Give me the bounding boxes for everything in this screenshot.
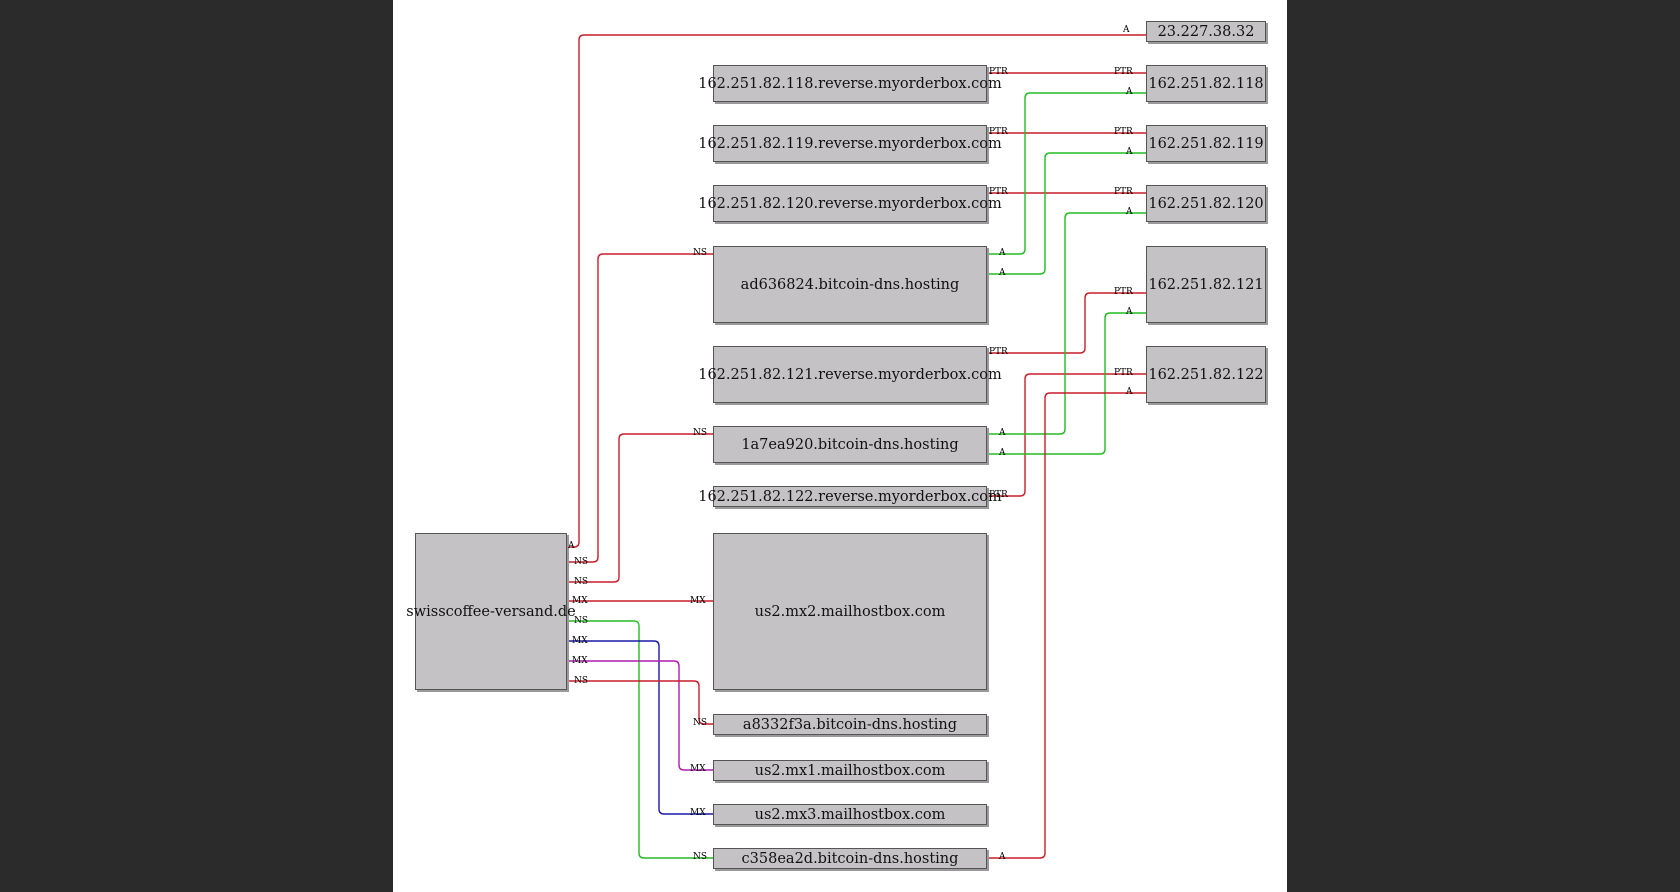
node-label: 162.251.82.120.reverse.myorderbox.com xyxy=(698,195,1002,212)
node-ns-1a7ea920[interactable]: 1a7ea920.bitcoin-dns.hosting xyxy=(713,426,987,463)
node-label: a8332f3a.bitcoin-dns.hosting xyxy=(742,716,958,733)
edge-label-target: MX xyxy=(690,596,706,606)
edge-label-source: PTR xyxy=(989,127,1008,137)
edge-label-source: PTR xyxy=(989,347,1008,357)
node-mx-us2-mx2[interactable]: us2.mx2.mailhostbox.com xyxy=(713,533,987,690)
edge-label-target: A xyxy=(1126,87,1133,97)
edge-label-source: A xyxy=(568,541,575,551)
node-label: 162.251.82.120 xyxy=(1148,195,1264,212)
edge-a xyxy=(987,92,1146,255)
edge-ptr xyxy=(987,292,1146,354)
edge-mx xyxy=(567,660,713,771)
node-label: swisscoffee-versand.de xyxy=(406,603,576,620)
edge-a xyxy=(567,34,1146,548)
node-label: 162.251.82.121.reverse.myorderbox.com xyxy=(698,366,1002,383)
edge-ns xyxy=(567,433,713,583)
node-label: 1a7ea920.bitcoin-dns.hosting xyxy=(741,436,959,453)
node-ns-ad636824[interactable]: ad636824.bitcoin-dns.hosting xyxy=(713,246,987,323)
edge-label-target: A xyxy=(1126,387,1133,397)
edge-label-target: A xyxy=(1123,25,1130,35)
edge-label-source: A xyxy=(999,852,1006,862)
node-reverse-121[interactable]: 162.251.82.121.reverse.myorderbox.com xyxy=(698,346,1002,403)
edge-label-source: MX xyxy=(572,596,588,606)
edge-label-source: A xyxy=(999,268,1006,278)
edge-label-target: PTR xyxy=(1114,368,1133,378)
edge-label-source: PTR xyxy=(989,490,1008,500)
node-ns-a8332f3a[interactable]: a8332f3a.bitcoin-dns.hosting xyxy=(713,714,987,735)
node-label: 162.251.82.122 xyxy=(1148,366,1264,383)
node-reverse-119[interactable]: 162.251.82.119.reverse.myorderbox.com xyxy=(698,125,1002,162)
edge-a xyxy=(987,392,1146,859)
node-label: 162.251.82.118 xyxy=(1148,75,1264,92)
edge-label-target: PTR xyxy=(1114,287,1133,297)
node-mx-us2-mx1[interactable]: us2.mx1.mailhostbox.com xyxy=(713,760,987,781)
node-ip-23-227-38-32[interactable]: 23.227.38.32 xyxy=(1146,21,1266,42)
node-label: ad636824.bitcoin-dns.hosting xyxy=(740,276,960,293)
diagram-canvas: 23.227.38.32 162.251.82.118 162.251.82.1… xyxy=(393,0,1287,892)
edge-label-source: NS xyxy=(574,577,589,587)
node-reverse-118[interactable]: 162.251.82.118.reverse.myorderbox.com xyxy=(698,65,1002,102)
edge-label-source: A xyxy=(999,248,1006,258)
node-label: c358ea2d.bitcoin-dns.hosting xyxy=(741,850,959,867)
edge-label-source: NS xyxy=(574,676,589,686)
node-ip-162-251-82-122[interactable]: 162.251.82.122 xyxy=(1146,346,1266,403)
edge-mx xyxy=(567,640,713,815)
edge-ns xyxy=(567,680,713,725)
node-ip-162-251-82-120[interactable]: 162.251.82.120 xyxy=(1146,185,1266,222)
edge-ns xyxy=(567,620,713,859)
edge-a xyxy=(987,212,1146,435)
edge-ns xyxy=(567,253,713,563)
edge-label-target: PTR xyxy=(1114,127,1133,137)
edge-label-target: NS xyxy=(693,852,708,862)
node-label: us2.mx3.mailhostbox.com xyxy=(754,806,946,823)
edge-label-target: MX xyxy=(690,808,706,818)
edge-label-target: PTR xyxy=(1114,67,1133,77)
node-label: 23.227.38.32 xyxy=(1157,23,1255,40)
edge-label-source: PTR xyxy=(989,67,1008,77)
node-label: 162.251.82.119 xyxy=(1148,135,1264,152)
edge-a xyxy=(987,312,1146,455)
edge-label-source: NS xyxy=(574,616,589,626)
node-reverse-120[interactable]: 162.251.82.120.reverse.myorderbox.com xyxy=(698,185,1002,222)
edge-label-target: NS xyxy=(693,718,708,728)
node-label: 162.251.82.122.reverse.myorderbox.com xyxy=(698,488,1002,505)
edge-label-target: A xyxy=(1126,307,1133,317)
edge-label-target: A xyxy=(1126,207,1133,217)
node-label: us2.mx2.mailhostbox.com xyxy=(754,603,946,620)
node-label: us2.mx1.mailhostbox.com xyxy=(754,762,946,779)
node-label: 162.251.82.121 xyxy=(1148,276,1264,293)
node-mx-us2-mx3[interactable]: us2.mx3.mailhostbox.com xyxy=(713,804,987,825)
edge-label-target: A xyxy=(1126,147,1133,157)
edge-label-target: MX xyxy=(690,764,706,774)
edge-label-source: A xyxy=(999,428,1006,438)
node-label: 162.251.82.119.reverse.myorderbox.com xyxy=(698,135,1002,152)
edge-ptr xyxy=(987,373,1146,497)
node-ns-c358ea2d[interactable]: c358ea2d.bitcoin-dns.hosting xyxy=(713,848,987,869)
node-ip-162-251-82-118[interactable]: 162.251.82.118 xyxy=(1146,65,1266,102)
edge-label-source: NS xyxy=(574,557,589,567)
edge-label-source: MX xyxy=(572,636,588,646)
edge-label-target: NS xyxy=(693,428,708,438)
edge-layer xyxy=(567,34,1146,859)
node-domain-swisscoffee-versand[interactable]: swisscoffee-versand.de xyxy=(406,533,576,690)
edge-label-source: PTR xyxy=(989,187,1008,197)
edge-label-target: NS xyxy=(693,248,708,258)
node-ip-162-251-82-119[interactable]: 162.251.82.119 xyxy=(1146,125,1266,162)
node-label: 162.251.82.118.reverse.myorderbox.com xyxy=(698,75,1002,92)
edge-a xyxy=(987,152,1146,275)
edge-label-source: A xyxy=(999,448,1006,458)
edge-label-source: MX xyxy=(572,656,588,666)
edge-label-target: PTR xyxy=(1114,187,1133,197)
node-ip-162-251-82-121[interactable]: 162.251.82.121 xyxy=(1146,246,1266,323)
node-reverse-122[interactable]: 162.251.82.122.reverse.myorderbox.com xyxy=(698,486,1002,507)
